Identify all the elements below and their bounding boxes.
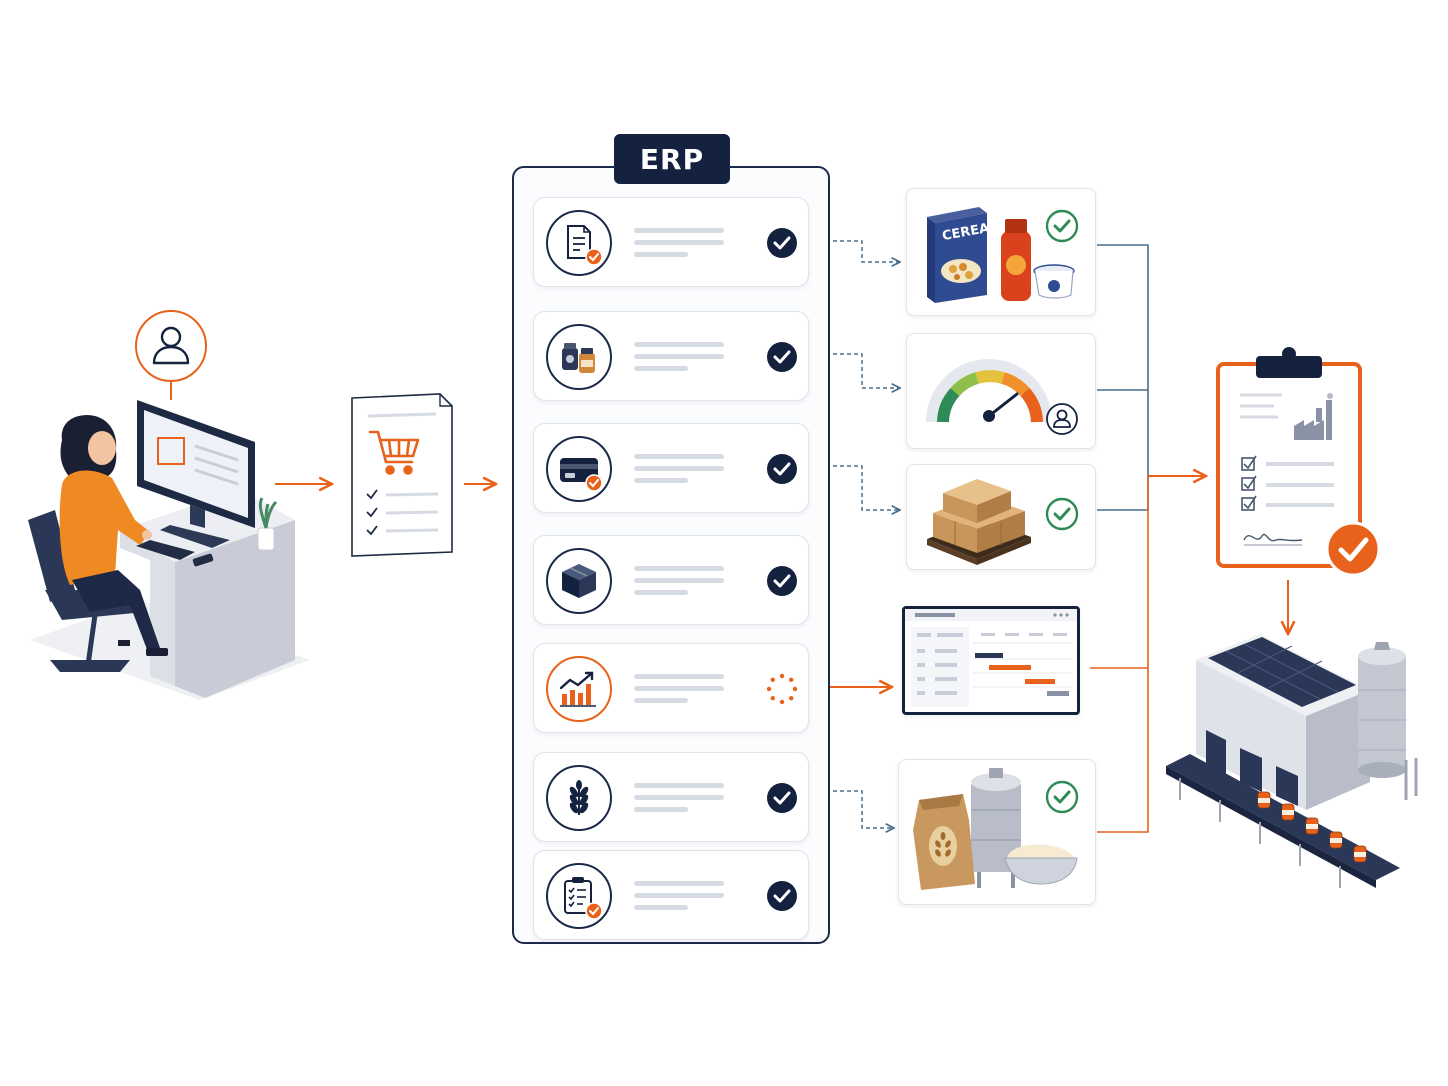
erp-to-card-connectors [812,240,900,828]
clipboard-check-icon [546,863,612,929]
document-check-icon [546,210,612,276]
approved-check-icon [1045,780,1079,814]
step-text-placeholder [634,342,724,378]
status-complete-icon [767,342,797,372]
status-in-progress-icon [766,673,798,705]
factory-icon [1294,393,1333,440]
erp-step-payment[interactable] [533,423,809,513]
step-text-placeholder [634,881,724,917]
erp-step-quality-checklist[interactable] [533,850,809,940]
status-complete-icon [767,881,797,911]
erp-step-ingredients[interactable] [533,752,809,842]
step-text-placeholder [634,783,724,819]
purchase-order-document [351,393,453,557]
capacity-gauge-card [906,333,1096,449]
wheat-icon [546,765,612,831]
gantt-chart-icon [905,609,1077,707]
status-complete-icon [767,228,797,258]
erp-step-forecast[interactable] [533,643,809,733]
ingredients-icon [913,768,1078,890]
pallet-boxes-icon [927,479,1031,565]
erp-step-order-document[interactable] [533,197,809,287]
user-workstation-illustration [28,400,310,700]
pallet-inventory-card [906,464,1096,570]
user-avatar-icon [135,310,207,400]
status-complete-icon [767,783,797,813]
erp-step-product-jars[interactable] [533,311,809,401]
approved-check-icon [1045,209,1079,243]
products-card: CEREAL [906,188,1096,316]
credit-card-icon [546,436,612,502]
step-text-placeholder [634,566,724,602]
approved-check-icon [1325,521,1381,577]
approved-production-order [1216,347,1381,577]
status-complete-icon [767,566,797,596]
shopping-cart-icon [368,430,420,475]
step-text-placeholder [634,228,724,264]
erp-title: ERP [614,134,730,184]
raw-ingredients-card [898,759,1096,905]
step-text-placeholder [634,674,724,710]
step-text-placeholder [634,454,724,490]
approved-check-icon [1045,497,1079,531]
growth-chart-icon [546,656,612,722]
box-icon [546,548,612,614]
production-schedule-card [902,606,1080,715]
user-icon [1046,403,1078,435]
status-complete-icon [767,454,797,484]
card-to-approval-connectors [1090,244,1206,833]
factory-production-line-illustration [1166,634,1418,888]
erp-step-inventory[interactable] [533,535,809,625]
jars-icon [546,324,612,390]
gauge-icon [926,359,1052,423]
